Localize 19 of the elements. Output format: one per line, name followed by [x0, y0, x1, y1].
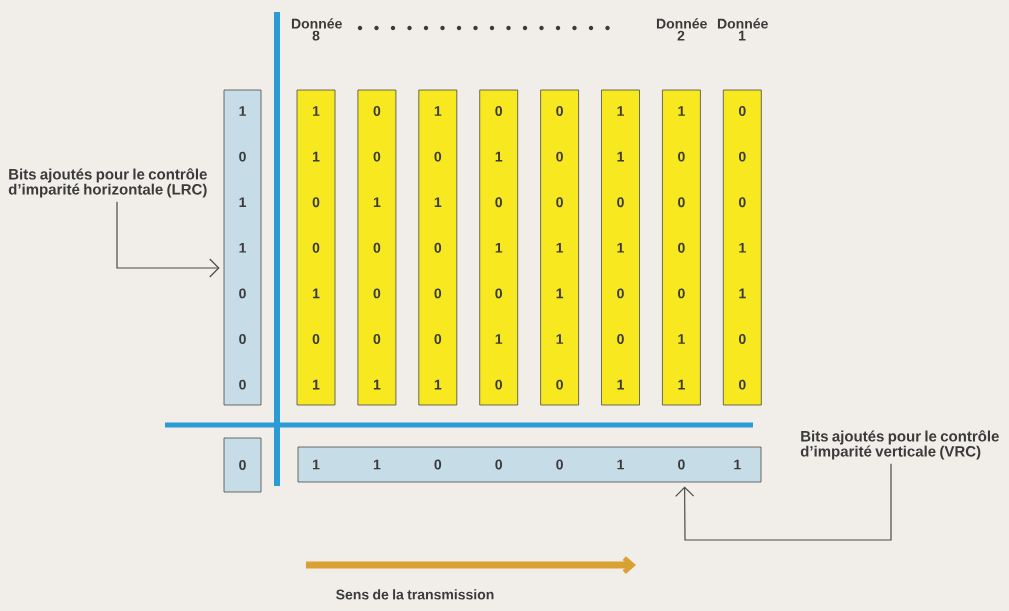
bit-column: 0 1 0 1 0 1 0: [479, 89, 519, 406]
column-heading: Donnée 2: [656, 18, 707, 41]
bit-column: 1 0 1 0 0 0 1: [418, 89, 458, 406]
bit-column: 0 0 0 1 1 0 0: [722, 89, 762, 406]
bit-column: 1 1 0 0 1 0 1: [296, 89, 336, 406]
bit-column: 1 1 0 1 0 0 1: [601, 89, 640, 406]
leader-line: [675, 463, 892, 541]
bit-column: 1 0 0 0 0 1 1: [662, 89, 701, 406]
note-text: Bits ajoutés pour le contrôle d’imparité verticale (VRC): [800, 430, 999, 460]
note-text: Bits ajoutés pour le contrôle d’imparité horizontale (LRC): [8, 168, 207, 198]
bit-column: 0 0 0 1 1 1 0: [540, 89, 579, 406]
column-heading: Donnée 1: [717, 18, 768, 41]
column-heading: Donnée 8: [291, 18, 342, 41]
bit-column: 0 0 1 0 0 0 1: [357, 89, 397, 406]
bit-row: 1 1 0 0 0 1 0 1: [297, 446, 762, 483]
bit-column: 1 0 1 1 0 0 0: [223, 89, 262, 406]
parity-box: 0: [223, 437, 262, 493]
caption: Sens de la transmission: [336, 589, 494, 600]
leader-line: [116, 201, 220, 278]
